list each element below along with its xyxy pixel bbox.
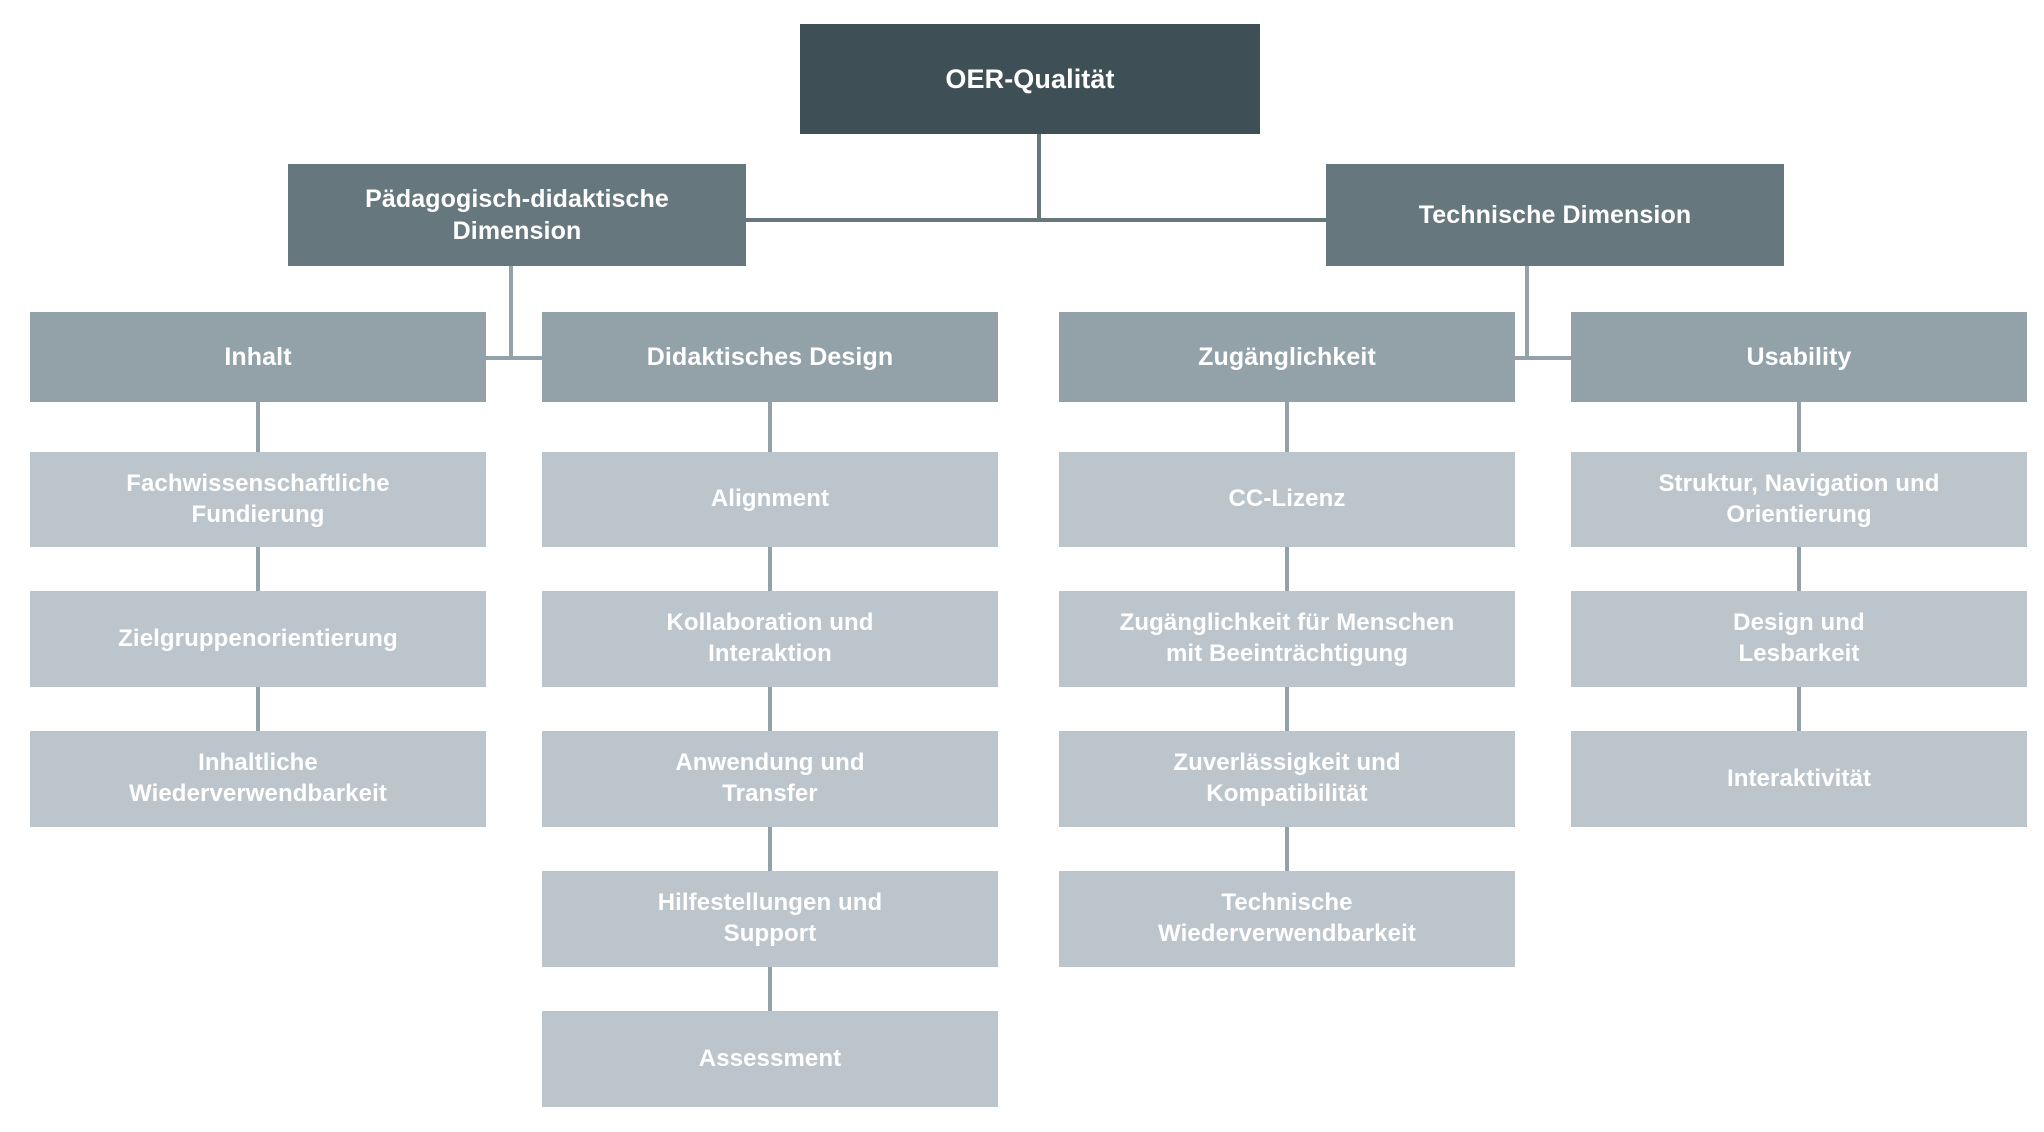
node-kollaboration-und-interaktion[interactable]: Kollaboration und Interaktion — [542, 591, 998, 687]
connector-col2-stem-2 — [768, 547, 772, 591]
node-fachwissenschaftliche-fundierung[interactable]: Fachwissenschaftliche Fundierung — [30, 452, 486, 547]
connector-col2-stem-5 — [768, 967, 772, 1011]
node-oer-qualitaet[interactable]: OER-Qualität — [800, 24, 1260, 134]
node-cc-lizenz[interactable]: CC-Lizenz — [1059, 452, 1515, 547]
connector-paed-vertical — [509, 266, 513, 360]
node-technische-dimension[interactable]: Technische Dimension — [1326, 164, 1784, 266]
connector-col4-stem-3 — [1797, 687, 1801, 731]
connector-col2-stem-4 — [768, 827, 772, 871]
connector-col3-stem-1 — [1285, 402, 1289, 452]
node-inhaltliche-wiederverwendbarkeit[interactable]: Inhaltliche Wiederverwendbarkeit — [30, 731, 486, 827]
node-design-und-lesbarkeit[interactable]: Design und Lesbarkeit — [1571, 591, 2027, 687]
connector-tech-horizontal — [1288, 356, 1802, 360]
node-alignment[interactable]: Alignment — [542, 452, 998, 547]
connector-col3-stem-2 — [1285, 547, 1289, 591]
connector-paed-horizontal — [258, 356, 772, 360]
node-didaktisches-design[interactable]: Didaktisches Design — [542, 312, 998, 402]
connector-tech-vertical — [1525, 266, 1529, 360]
connector-col3-stem-3 — [1285, 687, 1289, 731]
connector-col2-stem-1 — [768, 402, 772, 452]
node-assessment[interactable]: Assessment — [542, 1011, 998, 1107]
connector-col1-stem-1 — [256, 402, 260, 452]
node-zugaenglichkeit-fuer-menschen-mit-beeintraechtigung[interactable]: Zugänglichkeit für Menschen mit Beeinträ… — [1059, 591, 1515, 687]
node-zuverlaessigkeit-und-kompatibilitaet[interactable]: Zuverlässigkeit und Kompatibilität — [1059, 731, 1515, 827]
node-zugaenglichkeit[interactable]: Zugänglichkeit — [1059, 312, 1515, 402]
connector-col1-stem-2 — [256, 547, 260, 591]
connector-col4-stem-2 — [1797, 547, 1801, 591]
connector-dimension-horizontal — [745, 218, 1327, 222]
connector-root-vertical — [1037, 134, 1041, 222]
node-inhalt[interactable]: Inhalt — [30, 312, 486, 402]
node-zielgruppenorientierung[interactable]: Zielgruppenorientierung — [30, 591, 486, 687]
node-hilfestellungen-und-support[interactable]: Hilfestellungen und Support — [542, 871, 998, 967]
connector-col1-stem-3 — [256, 687, 260, 731]
connector-col3-stem-4 — [1285, 827, 1289, 871]
connector-col4-stem-1 — [1797, 402, 1801, 452]
node-paedagogisch-didaktische-dimension[interactable]: Pädagogisch-didaktische Dimension — [288, 164, 746, 266]
node-usability[interactable]: Usability — [1571, 312, 2027, 402]
node-technische-wiederverwendbarkeit[interactable]: Technische Wiederverwendbarkeit — [1059, 871, 1515, 967]
connector-col2-stem-3 — [768, 687, 772, 731]
node-interaktivitaet[interactable]: Interaktivität — [1571, 731, 2027, 827]
node-struktur-navigation-und-orientierung[interactable]: Struktur, Navigation und Orientierung — [1571, 452, 2027, 547]
node-anwendung-und-transfer[interactable]: Anwendung und Transfer — [542, 731, 998, 827]
